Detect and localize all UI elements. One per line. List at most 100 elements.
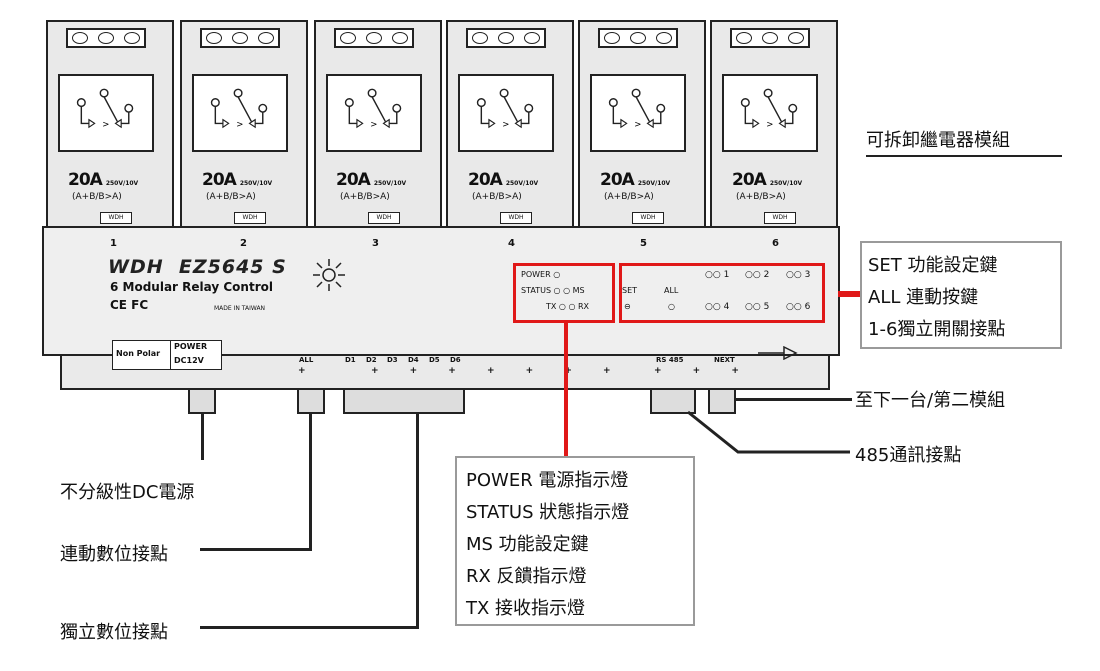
power-led-label: POWER ○ [521,270,561,279]
power-connector [188,388,216,414]
relay-contact-icon: > [458,74,554,152]
status-indicator-panel [513,263,615,323]
indicator-pointer-line [564,323,568,459]
arrow-right-icon [758,346,798,360]
rs485-pin-label: RS 485 [656,356,684,364]
linked-digital-label: 連動數位接點 [60,544,168,565]
svg-text:>: > [634,120,641,130]
tx-rx-led-label: TX ○ ○ RX [546,302,590,311]
power-bottom-label: DC12V [174,356,204,365]
status-led-label: STATUS ○ ○ MS [521,286,585,295]
channel-number: 5 [640,238,647,249]
rs485-leader [687,410,850,454]
set-key-label: SET [622,286,638,295]
sun-icon [313,259,345,291]
d-pin-label: D1 [345,356,356,364]
output-led-5: ○○ 5 [745,302,770,312]
relay-tag: WDH [500,212,532,224]
rs485-connector [650,388,696,414]
button-callout [860,241,1062,349]
next-module-label: 至下一台/第二模組 [855,390,1006,411]
pin-plus-signs-right: + + + [654,366,753,376]
relay-contact-icon: > [58,74,154,152]
relay-contact-icon: > [722,74,818,152]
channel-number: 6 [772,238,779,249]
power-top-label: POWER [174,342,208,351]
made-in-label: MADE IN TAIWAN [214,305,266,312]
relay-tag: WDH [632,212,664,224]
channel-number: 2 [240,238,247,249]
relay-contact-icon: > [590,74,686,152]
contacts-annotation: 1-6獨立開關接點 [868,319,1006,340]
d-pin-label: D4 [408,356,419,364]
channel-number: 1 [110,238,117,249]
d-pin-label: D3 [387,356,398,364]
all-key-label: ALL [664,286,679,295]
set-key-annotation: SET 功能設定鍵 [868,255,998,276]
svg-text:>: > [236,120,243,130]
svg-text:>: > [502,120,509,130]
terminal-block [334,28,414,48]
next-connector [708,388,736,414]
relay-combo: (A+B/B>A) [340,192,390,202]
pin-plus-signs: + + + + + + + + [298,366,625,376]
relay-tag: WDH [368,212,400,224]
independent-digital-label: 獨立數位接點 [60,622,168,643]
underline [866,155,1062,157]
device-subtitle: 6 Modular Relay Control [110,280,273,294]
channel-number: 4 [508,238,515,249]
svg-text:>: > [370,120,377,130]
leader-line [201,414,204,460]
legend-ms: MS 功能設定鍵 [466,534,589,555]
digital-connector [343,388,465,414]
output-led-6: ○○ 6 [786,302,811,312]
terminal-block [466,28,546,48]
all-button[interactable]: ○ [668,302,675,311]
svg-text:>: > [766,120,773,130]
terminal-block [730,28,810,48]
power-label-box [112,340,222,370]
output-control-panel [619,263,825,323]
terminal-block [66,28,146,48]
relay-combo: (A+B/B>A) [72,192,122,202]
output-led-4: ○○ 4 [705,302,730,312]
power-divider [170,340,222,370]
set-button[interactable]: ⊖ [624,302,631,311]
relay-combo: (A+B/B>A) [206,192,256,202]
power-source-label: 不分級性DC電源 [60,482,195,503]
all-pin-label: ALL [299,356,314,364]
terminal-block [200,28,280,48]
leader-line [416,414,419,628]
relay-combo: (A+B/B>A) [736,192,786,202]
relay-contact-icon: > [192,74,288,152]
relay-tag: WDH [764,212,796,224]
cert-marks: CE FC [110,298,149,312]
output-led-2: ○○ 2 [745,270,770,280]
legend-rx: RX 反饋指示燈 [466,566,587,587]
legend-status: STATUS 狀態指示燈 [466,502,630,523]
output-led-1: ○○ 1 [705,270,730,280]
relay-tag: WDH [234,212,266,224]
output-pointer-line [838,291,860,297]
relay-combo: (A+B/B>A) [472,192,522,202]
rs485-contact-label: 485通訊接點 [855,445,962,466]
leader-line [200,548,312,551]
relay-tag: WDH [100,212,132,224]
leader-line [736,398,852,401]
d-pin-label: D6 [450,356,461,364]
legend-callout [455,456,695,626]
svg-text:>: > [102,120,109,130]
output-led-3: ○○ 3 [786,270,811,280]
removable-relay-label: 可拆卸繼電器模組 [866,130,1010,151]
